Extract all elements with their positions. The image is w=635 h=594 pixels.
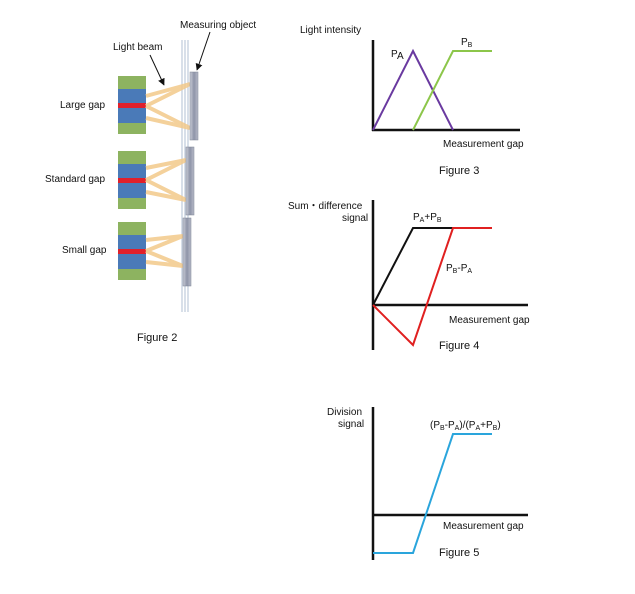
figure-5-xlabel: Measurement gap bbox=[443, 521, 524, 532]
figure-5-ylabel-line1: Division bbox=[327, 407, 362, 418]
figure-4-caption: Figure 4 bbox=[439, 340, 479, 352]
row-large-gap: Large gap bbox=[60, 71, 199, 141]
measuring-object-arrow bbox=[195, 31, 211, 71]
label-sum: PA+PB bbox=[413, 212, 442, 224]
figure-4-ylabel-line2: signal bbox=[342, 213, 368, 224]
measuring-object-label: Measuring object bbox=[180, 20, 256, 31]
series-pa-line bbox=[372, 48, 454, 131]
figure-5-caption: Figure 5 bbox=[439, 547, 479, 559]
difference-signal-line bbox=[372, 227, 492, 347]
emitter-stripe bbox=[118, 103, 146, 108]
measuring-object bbox=[185, 146, 195, 216]
emitter-stripe bbox=[118, 249, 146, 254]
label-difference: PB-PA bbox=[446, 263, 472, 275]
figure-5: Division signal (PB-PA)/(PA+PB) Measurem… bbox=[327, 407, 528, 560]
figure-3: Light intensity PA PB Measurement gap Fi… bbox=[300, 25, 524, 177]
measuring-object bbox=[182, 217, 192, 287]
beam-paths bbox=[145, 82, 191, 130]
row-label-standard-gap: Standard gap bbox=[45, 174, 105, 185]
light-beam-label: Light beam bbox=[113, 42, 162, 53]
label-pb: PB bbox=[461, 37, 473, 49]
figure-4-xlabel: Measurement gap bbox=[449, 315, 530, 326]
row-label-large-gap: Large gap bbox=[60, 100, 105, 111]
division-signal-line bbox=[373, 433, 492, 554]
series-pb-line bbox=[412, 50, 492, 131]
figure-3-ylabel: Light intensity bbox=[300, 25, 361, 36]
light-beam-arrow bbox=[149, 54, 165, 86]
figure-5-ylabel-line2: signal bbox=[338, 419, 364, 430]
emitter-stripe bbox=[118, 178, 146, 183]
figure-2-caption: Figure 2 bbox=[137, 332, 177, 344]
beam-paths bbox=[145, 234, 184, 268]
label-ratio: (PB-PA)/(PA+PB) bbox=[430, 420, 501, 432]
beam-paths bbox=[145, 158, 187, 202]
figure-4-ylabel-line1: Sum・difference bbox=[288, 201, 363, 212]
figure-3-xlabel: Measurement gap bbox=[443, 139, 524, 150]
figure-3-caption: Figure 3 bbox=[439, 165, 479, 177]
row-label-small-gap: Small gap bbox=[62, 245, 107, 256]
sum-signal-line bbox=[372, 227, 492, 306]
figure-2: Measuring object Light beam Large gap bbox=[45, 20, 256, 344]
row-small-gap: Small gap bbox=[62, 217, 192, 287]
measuring-object bbox=[189, 71, 199, 141]
row-standard-gap: Standard gap bbox=[45, 146, 195, 216]
label-pa: PA bbox=[391, 49, 404, 62]
figure-4: Sum・difference signal PA+PB PB-PA Measur… bbox=[288, 200, 530, 352]
